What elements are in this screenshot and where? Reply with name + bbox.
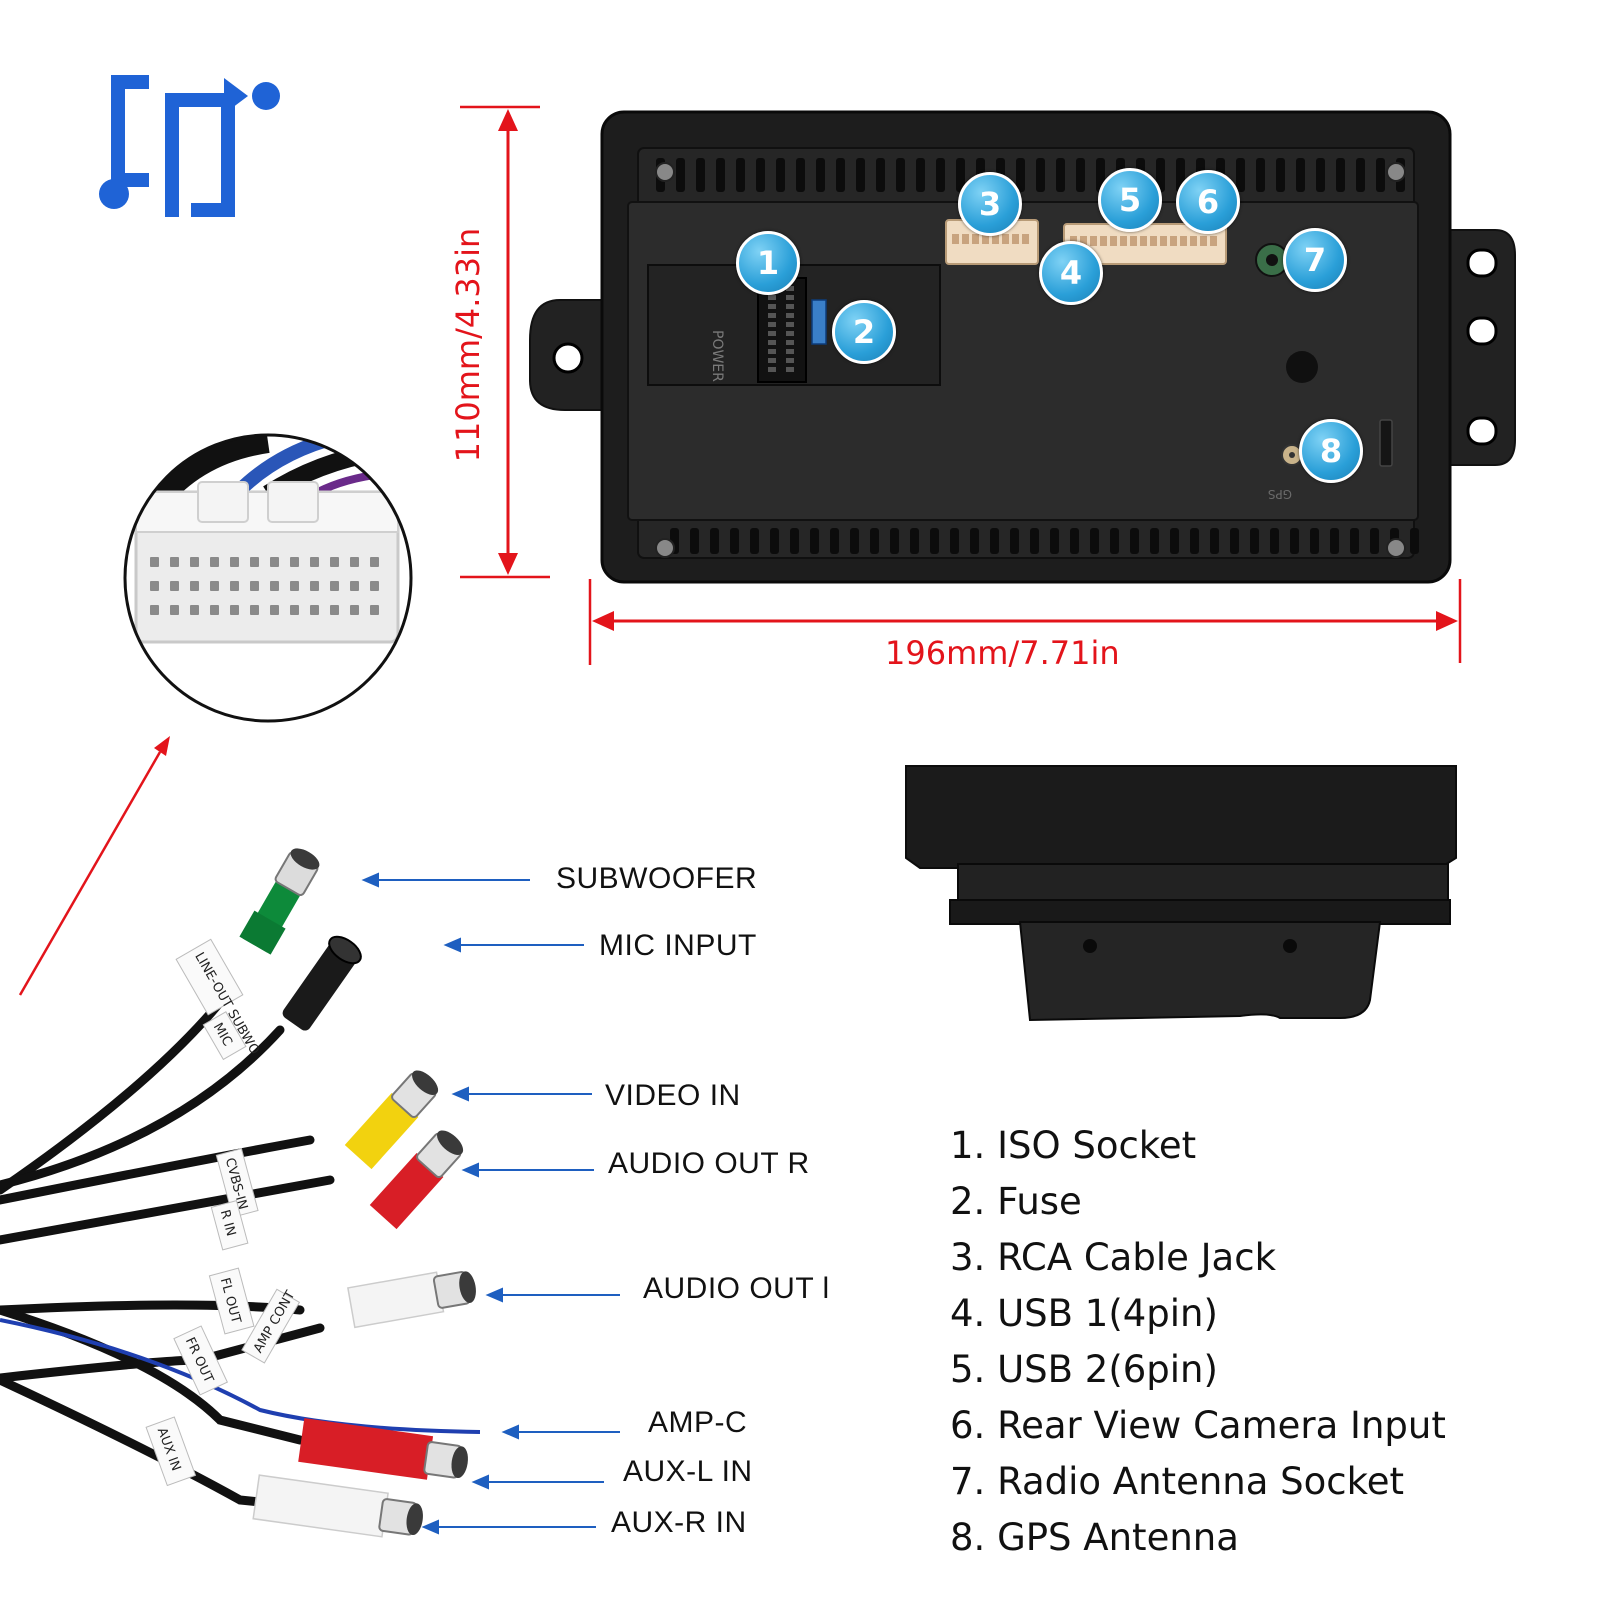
gps-mark: GPS — [1268, 487, 1292, 501]
legend-item: 5. USB 2(6pin) — [950, 1348, 1218, 1391]
port-label-video-in: VIDEO IN — [605, 1079, 741, 1112]
callout-usb2: 5 — [1098, 168, 1162, 232]
port-label-audio-out-l: AUDIO OUT l — [643, 1272, 829, 1305]
width-dimension-label: 196mm/7.71in — [885, 634, 1120, 672]
tag-r-in: R IN — [217, 1208, 238, 1238]
legend-item: 4. USB 1(4pin) — [950, 1292, 1218, 1335]
port-label-subwoofer: SUBWOOFER — [556, 862, 758, 895]
callout-gps-antenna: 8 — [1299, 419, 1363, 483]
callout-radio-antenna: 7 — [1283, 228, 1347, 292]
legend-item: 8. GPS Antenna — [950, 1516, 1239, 1559]
width-dimension-line — [588, 579, 1462, 665]
port-label-amp-c: AMP-C — [648, 1406, 748, 1439]
port-legend: 1. ISO Socket 2. Fuse 3. RCA Cable Jack … — [950, 1118, 1570, 1566]
connector-zoom-detail — [123, 433, 413, 723]
legend-item: 1. ISO Socket — [950, 1124, 1197, 1167]
brand-logo — [99, 75, 280, 217]
legend-item: 2. Fuse — [950, 1180, 1082, 1223]
rca-cable-harness: LINE-OUT SUBWO MIC CVBS-IN R IN FL OUT A… — [0, 848, 481, 1538]
port-label-aux-r-in: AUX-R IN — [611, 1506, 747, 1539]
port-label-aux-l-in: AUX-L IN — [623, 1455, 753, 1488]
legend-item: 3. RCA Cable Jack — [950, 1236, 1276, 1279]
port-label-audio-out-r: AUDIO OUT R — [608, 1147, 810, 1180]
height-dimension-label: 110mm/4.33in — [449, 227, 487, 463]
legend-item: 6. Rear View Camera Input — [950, 1404, 1446, 1447]
power-mark: POWER — [709, 330, 725, 382]
height-dimension-line — [460, 105, 550, 579]
legend-item: 7. Radio Antenna Socket — [950, 1460, 1405, 1503]
callout-fuse: 2 — [832, 300, 896, 364]
callout-rca-jack: 3 — [958, 172, 1022, 236]
zoom-pointer-arrow — [18, 736, 170, 996]
port-label-mic-input: MIC INPUT — [599, 929, 757, 962]
callout-rear-camera: 6 — [1176, 170, 1240, 234]
port-pointer-arrows — [361, 872, 620, 1535]
head-unit-side-view — [905, 765, 1457, 1022]
callout-iso-socket: 1 — [736, 231, 800, 295]
head-unit-rear-view: POWER GPS — [529, 110, 1516, 584]
callout-usb1: 4 — [1039, 241, 1103, 305]
